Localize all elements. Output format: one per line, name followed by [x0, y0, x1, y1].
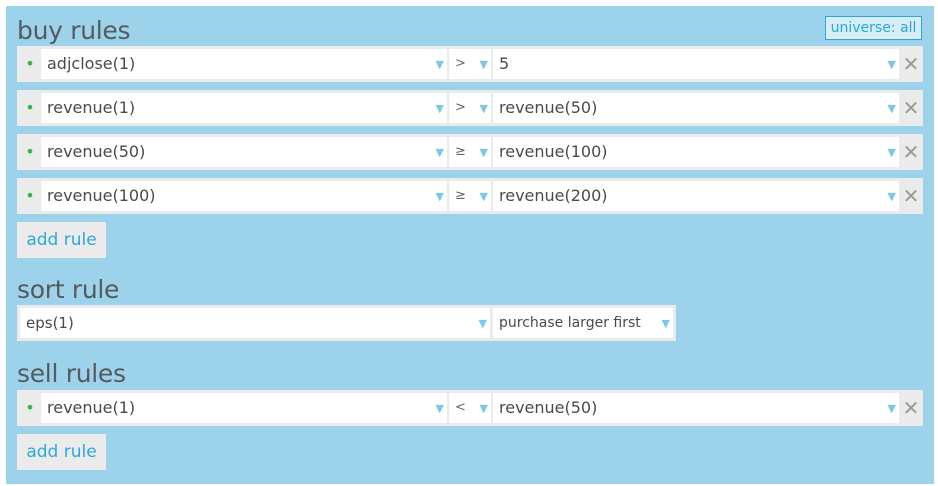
right-operand: revenue(50): [499, 398, 598, 417]
buy-rule-row: • revenue(50) ▼ ≥ ▼ revenue(100) ▼ ✕: [17, 134, 923, 170]
remove-rule-icon[interactable]: ✕: [902, 96, 920, 120]
right-operand: revenue(50): [499, 98, 598, 117]
left-operand: adjclose(1): [47, 54, 136, 73]
buy-rule-operator-select[interactable]: > ▼: [449, 49, 491, 79]
chevron-down-icon: ▼: [435, 402, 444, 415]
chevron-down-icon: ▼: [661, 317, 670, 330]
chevron-down-icon: ▼: [479, 190, 488, 203]
add-sell-rule-button[interactable]: add rule: [17, 434, 106, 470]
buy-rule-operator-select[interactable]: ≥ ▼: [449, 181, 491, 211]
remove-rule-icon[interactable]: ✕: [902, 184, 920, 208]
right-operand: revenue(200): [499, 186, 608, 205]
chevron-down-icon: ▼: [435, 146, 444, 159]
buy-rule-row: • revenue(1) ▼ > ▼ revenue(50) ▼ ✕: [17, 90, 923, 126]
sell-rule-left-select[interactable]: revenue(1) ▼: [41, 393, 447, 423]
buy-rule-right-select[interactable]: revenue(100) ▼: [493, 137, 899, 167]
buy-rule-right-select[interactable]: 5 ▼: [493, 49, 899, 79]
sort-field: eps(1): [26, 314, 74, 332]
strategy-panel: buy rules universe: all • adjclose(1) ▼ …: [6, 6, 934, 484]
chevron-down-icon: ▼: [887, 190, 896, 203]
rule-bullet-icon: •: [25, 98, 35, 117]
sell-rule-row: • revenue(1) ▼ < ▼ revenue(50) ▼ ✕: [17, 390, 923, 426]
sort-order-select[interactable]: purchase larger first ▼: [493, 308, 673, 338]
sort-order: purchase larger first: [499, 315, 641, 331]
buy-rules-title: buy rules: [17, 16, 131, 45]
buy-rule-row: • adjclose(1) ▼ > ▼ 5 ▼ ✕: [17, 46, 923, 82]
sort-field-select[interactable]: eps(1) ▼: [20, 308, 490, 338]
sell-rule-operator-select[interactable]: < ▼: [449, 393, 491, 423]
right-operand: 5: [499, 54, 510, 73]
chevron-down-icon: ▼: [887, 146, 896, 159]
sell-rule-right-select[interactable]: revenue(50) ▼: [493, 393, 899, 423]
buy-rule-right-select[interactable]: revenue(50) ▼: [493, 93, 899, 123]
buy-rule-left-select[interactable]: adjclose(1) ▼: [41, 49, 447, 79]
chevron-down-icon: ▼: [479, 146, 488, 159]
chevron-down-icon: ▼: [435, 58, 444, 71]
chevron-down-icon: ▼: [479, 402, 488, 415]
chevron-down-icon: ▼: [887, 58, 896, 71]
left-operand: revenue(1): [47, 398, 136, 417]
chevron-down-icon: ▼: [435, 102, 444, 115]
universe-button[interactable]: universe: all: [825, 16, 922, 40]
left-operand: revenue(100): [47, 186, 156, 205]
operator: >: [455, 56, 466, 71]
chevron-down-icon: ▼: [887, 402, 896, 415]
left-operand: revenue(50): [47, 142, 146, 161]
buy-rule-left-select[interactable]: revenue(50) ▼: [41, 137, 447, 167]
remove-rule-icon[interactable]: ✕: [902, 140, 920, 164]
add-buy-rule-button[interactable]: add rule: [17, 222, 106, 258]
chevron-down-icon: ▼: [887, 102, 896, 115]
sort-rule-title: sort rule: [17, 275, 120, 304]
remove-rule-icon[interactable]: ✕: [902, 52, 920, 76]
operator: >: [455, 100, 466, 115]
sell-rules-title: sell rules: [17, 359, 126, 388]
buy-rule-operator-select[interactable]: ≥ ▼: [449, 137, 491, 167]
chevron-down-icon: ▼: [479, 102, 488, 115]
remove-rule-icon[interactable]: ✕: [902, 396, 920, 420]
operator: <: [455, 400, 466, 415]
buy-rule-operator-select[interactable]: > ▼: [449, 93, 491, 123]
left-operand: revenue(1): [47, 98, 136, 117]
buy-rule-right-select[interactable]: revenue(200) ▼: [493, 181, 899, 211]
rule-bullet-icon: •: [25, 186, 35, 205]
rule-bullet-icon: •: [25, 142, 35, 161]
rule-bullet-icon: •: [25, 54, 35, 73]
operator: ≥: [455, 188, 466, 203]
operator: ≥: [455, 144, 466, 159]
buy-rule-left-select[interactable]: revenue(1) ▼: [41, 93, 447, 123]
right-operand: revenue(100): [499, 142, 608, 161]
chevron-down-icon: ▼: [435, 190, 444, 203]
sort-rule-row: eps(1) ▼ purchase larger first ▼: [17, 305, 676, 341]
chevron-down-icon: ▼: [479, 58, 488, 71]
buy-rule-row: • revenue(100) ▼ ≥ ▼ revenue(200) ▼ ✕: [17, 178, 923, 214]
rule-bullet-icon: •: [25, 398, 35, 417]
chevron-down-icon: ▼: [478, 317, 487, 330]
buy-rule-left-select[interactable]: revenue(100) ▼: [41, 181, 447, 211]
